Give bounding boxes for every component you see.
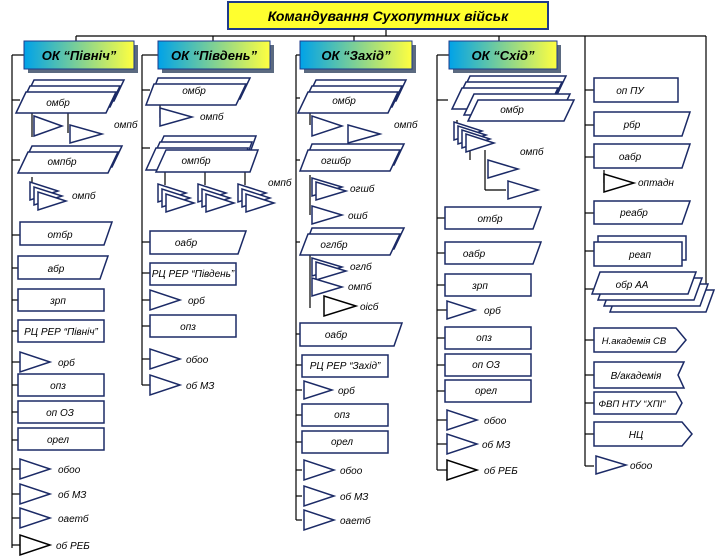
unit-label: омпб [348,281,372,293]
unit-label: оглб [350,261,372,273]
unit-label: обоо [630,460,653,472]
unit-label: об РЕБ [484,465,518,477]
unit-label: отбр [47,229,73,241]
unit-label: об МЗ [340,491,368,503]
unit-label: орб [188,295,205,307]
connector-lines [11,28,707,548]
unit-label: об МЗ [482,439,510,451]
unit-label: В/академія [611,371,662,382]
unit-label: омпбр [181,155,211,167]
unit-label: оптадн [638,178,674,189]
unit-label: опз [50,381,66,392]
unit-label: омпб [114,119,138,131]
unit-label: оглбр [320,239,348,251]
command-north-label: ОК “Північ” [42,48,117,63]
unit-label: оп ПУ [616,86,645,97]
unit-label: об МЗ [58,489,86,501]
unit-label: оісб [360,301,379,313]
unit-label: орел [47,435,69,446]
unit-label: зрп [471,281,488,292]
command-west-label: ОК “Захід” [321,48,391,63]
unit-label: Н.академія СВ [602,336,667,347]
unit-node [14,91,118,114]
unit-label: омпб [268,177,292,189]
unit-label: зрп [49,296,66,307]
unit-label: абр [48,263,65,275]
unit-label: омпб [394,119,418,131]
east-units [444,75,576,482]
unit-label: оабр [325,329,348,341]
unit-label: опз [334,410,350,421]
unit-label: НЦ [629,430,644,441]
unit-label: опз [476,333,492,344]
unit-label: омпб [520,146,544,158]
west-units [296,79,408,532]
unit-label: обоо [58,464,81,476]
title-text: Командування Сухопутних військ [268,8,509,24]
unit-label: оп ОЗ [46,408,74,419]
unit-label: орел [475,386,497,397]
unit-label: ФВП НТУ “ХПІ” [599,399,667,410]
south-units [144,77,277,397]
unit-label: омбр [182,85,206,97]
unit-label: омбр [46,97,70,109]
unit-label: реабр [619,207,648,219]
direct-unit-labels: оп ПУ рбр оабр оптадн реабр реап обр АА … [599,86,675,472]
unit-label: РЦ РЕР “Захід” [310,361,381,372]
unit-label: огшб [350,183,375,195]
command-south-label: ОК “Південь” [171,48,258,63]
command-south: ОК “Південь” [157,40,274,73]
south-unit-labels: омбр омпб омпбр омпб оабр РЦ РЕР “Півден… [152,85,292,392]
unit-label: об МЗ [186,380,214,392]
north-unit-labels: омбр омпб омпбр омпб отбр абр зрп РЦ РЕР… [24,97,138,552]
unit-label: обоо [340,465,363,477]
unit-label: оп ОЗ [472,360,500,371]
unit-label: рбр [623,119,641,131]
east-unit-labels: омбр омпб отбр оабр зрп орб опз оп ОЗ ор… [463,104,544,477]
command-west: ОК “Захід” [299,40,416,73]
unit-label: опз [180,322,196,333]
unit-label: оаетб [58,513,89,525]
unit-label: омпбр [47,156,77,168]
title-box: Командування Сухопутних військ [227,1,549,30]
unit-label: орб [338,385,355,397]
unit-label: орб [58,357,75,369]
unit-label: отбр [477,213,503,225]
command-north: ОК “Північ” [23,40,138,73]
unit-label: реап [628,250,651,261]
west-unit-labels: омбр омпб огшбр огшб ошб оглбр оглб омпб… [310,95,418,527]
unit-label: ошб [348,210,368,222]
unit-label: орб [484,305,501,317]
unit-label: оабр [175,237,198,249]
unit-label: обоо [186,354,209,366]
unit-label: обоо [484,415,507,427]
unit-label: омпб [200,111,224,123]
unit-label: омбр [500,104,524,116]
north-units [14,79,126,557]
command-east-label: ОК “Схід” [472,48,535,63]
unit-label: об РЕБ [56,540,90,552]
unit-label: оаетб [340,515,371,527]
direct-units [590,77,716,476]
unit-label: РЦ РЕР “Південь” [152,269,235,280]
unit-label: оабр [463,248,486,260]
unit-label: обр АА [616,279,649,291]
unit-label: омпб [72,190,96,202]
unit-label: орел [331,437,353,448]
unit-label: оабр [619,151,642,163]
unit-label: РЦ РЕР “Північ” [24,327,98,338]
unit-label: огшбр [321,155,351,167]
unit-label: омбр [332,95,356,107]
command-east: ОК “Схід” [448,40,561,73]
